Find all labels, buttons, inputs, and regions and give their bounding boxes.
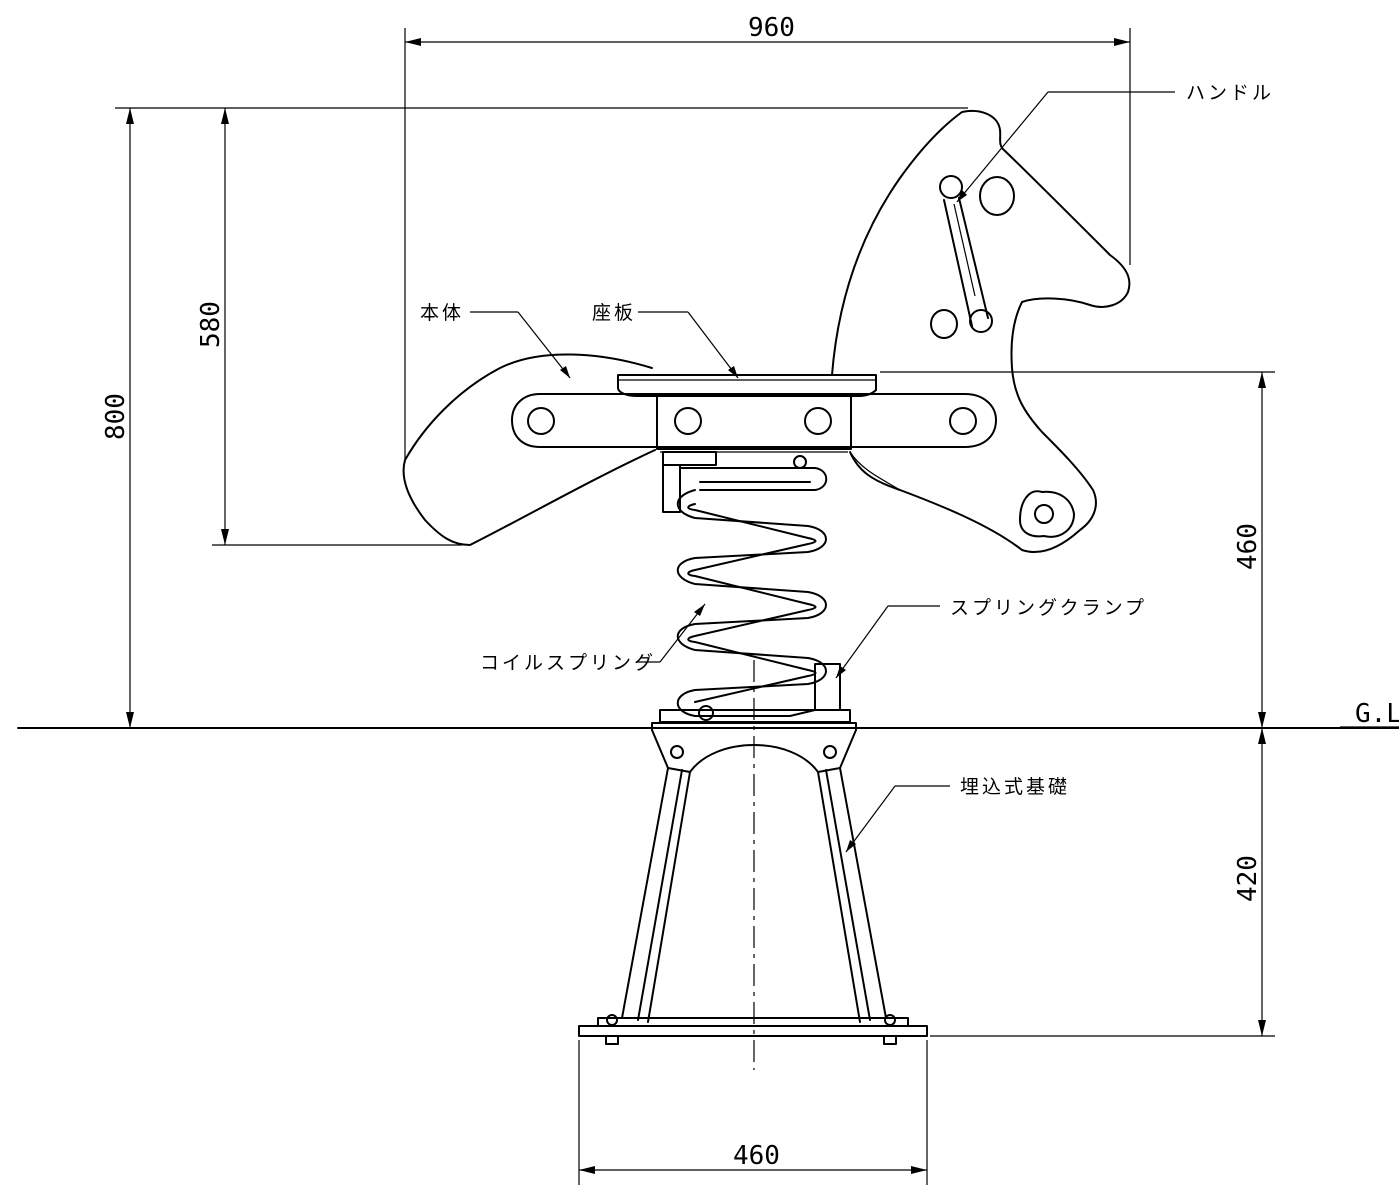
label-foundation: 埋込式基礎 [960,776,1070,798]
body-tail-panel [402,353,656,546]
dim-overall-height: 800 [101,107,968,728]
dim-tail-height-value: 580 [196,301,226,348]
cheek-hole [930,309,958,339]
label-seat: 座板 [592,302,636,324]
callout-foundation: 埋込式基礎 [845,776,1070,853]
handle [939,175,993,333]
label-spring-clamp: スプリングクランプ [950,597,1147,619]
dim-base-width-value: 460 [733,1141,780,1171]
seat-bracket [656,395,852,450]
dim-overall-height-value: 800 [101,393,131,440]
bottom-spring-clamp [659,663,851,723]
label-body: 本体 [420,302,464,324]
wing-nut [1019,490,1075,538]
callout-body: 本体 [420,302,571,379]
label-coil-spring: コイルスプリング [480,652,656,674]
label-handle: ハンドル [1186,82,1274,104]
ground-label: G.L [1355,699,1399,729]
callout-spring-clamp: スプリングクランプ [835,597,1147,679]
body-head-panel [831,110,1131,553]
coil-spring [676,489,827,703]
callout-coil-spring: コイルスプリング [480,603,706,674]
dim-foundation-depth: 420 [930,728,1275,1037]
dim-overall-width-value: 960 [748,13,795,43]
eye-hole [979,176,1015,216]
dim-tail-height: 580 [196,108,462,546]
seat-board [617,374,877,397]
dim-foundation-depth-value: 420 [1233,855,1263,902]
dim-overall-width: 960 [404,13,1131,462]
top-spring-clamp [662,451,828,513]
dim-base-width: 460 [578,1040,928,1185]
dim-seat-height: 460 [880,371,1275,728]
callout-seat: 座板 [592,302,739,379]
side-bar [511,393,997,448]
callout-handle: ハンドル [956,82,1274,203]
embedded-foundation [578,722,928,1045]
dim-seat-height-value: 460 [1233,523,1263,570]
